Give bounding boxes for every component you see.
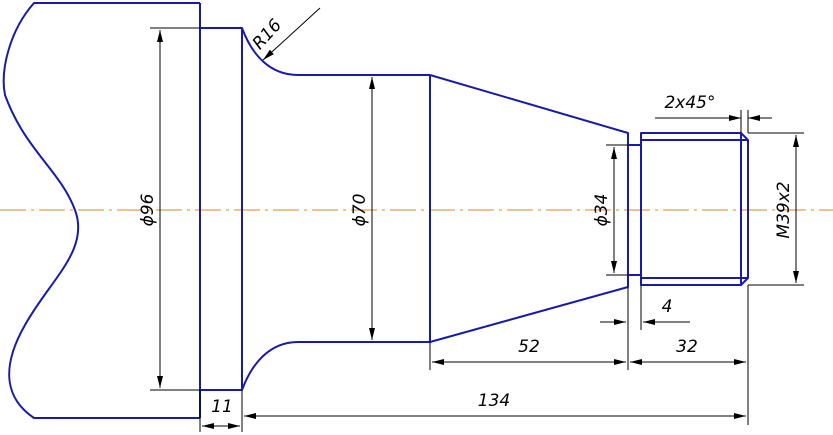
- fillet-bottom: [241, 341, 430, 391]
- flange-section: [199, 3, 243, 418]
- label-52: 52: [518, 337, 540, 357]
- dim-r16-leader: [284, 7, 321, 41]
- break-line: [2, 2, 200, 419]
- label-thread: M39x2: [774, 181, 794, 238]
- label-chamfer: 2x45°: [664, 93, 715, 113]
- label-32: 32: [676, 337, 698, 357]
- label-4: 4: [662, 297, 673, 317]
- label-134: 134: [478, 391, 510, 411]
- label-phi70: ϕ70: [350, 194, 370, 227]
- label-r16: R16: [249, 15, 286, 53]
- dimension-lines: [150, 7, 804, 432]
- label-phi96: ϕ96: [138, 193, 158, 226]
- label-phi34: ϕ34: [592, 194, 612, 227]
- cone-section: [429, 74, 629, 343]
- fillet-top: [241, 27, 430, 76]
- shaft-outline: [2, 2, 749, 419]
- dimension-labels: ϕ96 ϕ70 ϕ34 M39x2 2x45° R16 11 134 52 32…: [138, 15, 794, 417]
- thread-section: [640, 132, 749, 286]
- label-11: 11: [211, 397, 233, 417]
